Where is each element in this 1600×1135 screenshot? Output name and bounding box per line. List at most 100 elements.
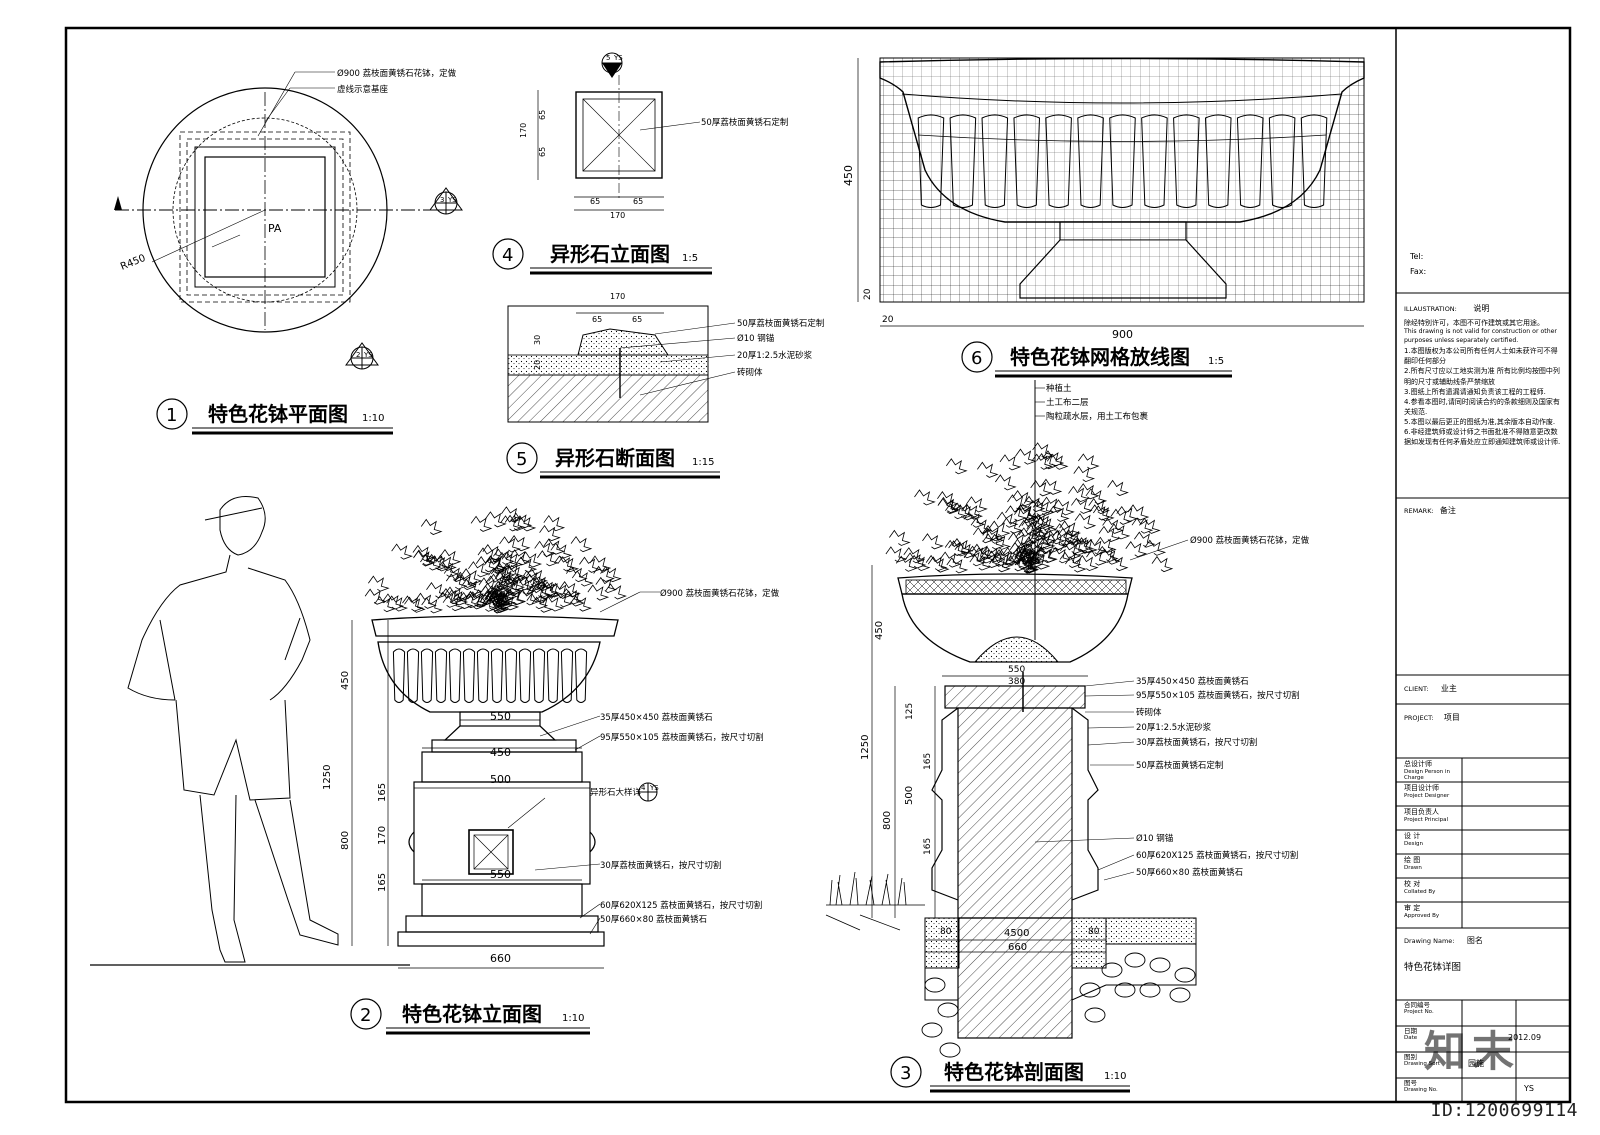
- vase-lobe: [546, 648, 560, 703]
- d2-dim-165a: 165: [377, 783, 388, 802]
- leaf: [996, 549, 1018, 566]
- leaf: [1144, 539, 1167, 556]
- d3-dim-165a: 165: [923, 753, 933, 770]
- leaf: [468, 561, 490, 578]
- leaf: [421, 597, 443, 614]
- leaf: [368, 575, 390, 592]
- d2-note-2: 35厚450×450 荔枝面黄锈石: [600, 712, 713, 723]
- vase-lobe: [1077, 114, 1104, 208]
- cobble: [1139, 982, 1161, 998]
- vase-lobe: [476, 648, 490, 703]
- vase-lobe: [560, 648, 574, 703]
- d3-dim-80a: 80: [940, 927, 952, 937]
- d2-note-7: 50厚660×80 荔枝面黄锈石: [600, 914, 707, 925]
- leaf: [488, 573, 510, 590]
- leaf: [520, 551, 542, 568]
- leaf: [451, 592, 474, 610]
- sheet-border: [64, 26, 1572, 1104]
- vase-lobe: [490, 648, 504, 703]
- drawing-name-value: 特色花钵详图: [1404, 962, 1462, 973]
- leaf: [927, 556, 950, 573]
- d3-note-5: 35厚450×450 荔枝面黄锈石: [1136, 676, 1249, 687]
- d3-note-3: 陶粒疏水层，用土工布包裹: [1046, 411, 1149, 422]
- svg-text:2: 2: [360, 1005, 371, 1026]
- leaf: [478, 577, 501, 594]
- title-d5: 5 异形石断面图 1:15: [506, 442, 720, 479]
- vase-lobe: [448, 648, 462, 703]
- leaf: [946, 458, 968, 475]
- leaf: [1005, 505, 1027, 522]
- fax-label: Fax:: [1410, 267, 1427, 276]
- vase-lobe: [949, 114, 977, 208]
- leaf: [364, 588, 387, 605]
- leaf: [561, 588, 583, 605]
- leaf: [493, 589, 516, 607]
- svg-text:1:5: 1:5: [682, 253, 698, 264]
- d4-note: 50厚荔枝面黄锈石定制: [701, 117, 788, 128]
- svg-text:5: 5: [516, 449, 527, 470]
- d1-note-1: Ø900 荔枝面黄锈石花钵，定做: [337, 68, 457, 79]
- leaf: [1139, 517, 1161, 534]
- d6-grid: [857, 57, 1365, 327]
- leaf: [477, 547, 500, 564]
- d2-dim-660: 660: [490, 952, 511, 965]
- client-row: CLIENT: 业主: [1404, 684, 1457, 693]
- leaf: [1116, 505, 1139, 523]
- vase-lobe: [434, 648, 448, 703]
- d5-dim-65b: 65: [632, 315, 642, 324]
- d3-dim-1250: 1250: [860, 735, 871, 760]
- d4-mark-ref: YS: [613, 54, 623, 62]
- leaf: [484, 597, 507, 614]
- d2-dim-550a: 550: [490, 710, 511, 723]
- d4-dim-v1: 65: [538, 110, 547, 120]
- title-d4: 4 异形石立面图 1:5: [492, 238, 712, 275]
- title-d6: 6 特色花钵网格放线图 1:5: [961, 341, 1232, 378]
- leaf: [937, 497, 960, 515]
- leaf: [1071, 497, 1093, 514]
- d3-dim-165b: 165: [923, 838, 933, 855]
- leaf: [440, 588, 463, 605]
- leaf: [504, 588, 527, 605]
- d3-grass: [825, 871, 925, 931]
- leaf: [988, 520, 1011, 537]
- title-d1: 1 特色花钵平面图 1:10: [156, 398, 393, 435]
- leaf: [939, 551, 962, 568]
- leaf: [570, 595, 592, 612]
- svg-text:特色花钵剖面图: 特色花钵剖面图: [944, 1060, 1084, 1084]
- d5-dim-170: 170: [610, 292, 625, 301]
- leaf: [1045, 533, 1068, 550]
- leaf: [1032, 513, 1055, 531]
- leaf: [1031, 453, 1054, 470]
- d3-dim-125: 125: [905, 703, 915, 720]
- d3-note-11: Ø10 钢锚: [1136, 833, 1174, 844]
- leaf: [543, 514, 566, 532]
- leaf: [1015, 504, 1037, 521]
- d2-foliage: [364, 506, 627, 614]
- d2-dim-800: 800: [340, 831, 351, 850]
- leaf: [382, 593, 405, 610]
- leaf: [1042, 450, 1065, 467]
- leaf: [1070, 535, 1093, 552]
- leaf: [1068, 485, 1090, 503]
- leaf: [559, 581, 581, 598]
- vase-lobe: [1173, 114, 1200, 208]
- d3-dim-4500: 4500: [1004, 928, 1029, 939]
- leaf: [903, 547, 926, 564]
- d3-leaders: [1034, 387, 1189, 881]
- leaf: [499, 536, 521, 553]
- leaf: [1040, 478, 1063, 495]
- d3-note-2: 土工布二层: [1046, 397, 1089, 408]
- d2-dim-lines: [351, 620, 604, 969]
- d4-dim-v: 170: [519, 123, 528, 138]
- leaf: [386, 595, 408, 612]
- leaf: [1098, 525, 1121, 542]
- d3-dim-550: 550: [1008, 665, 1025, 675]
- d3-dim-450: 450: [874, 621, 885, 640]
- svg-text:1:10: 1:10: [1104, 1071, 1126, 1082]
- d6-dim-20b: 20: [882, 315, 894, 325]
- svg-text:3: 3: [440, 196, 444, 204]
- d5-dim-20: 20: [533, 360, 542, 370]
